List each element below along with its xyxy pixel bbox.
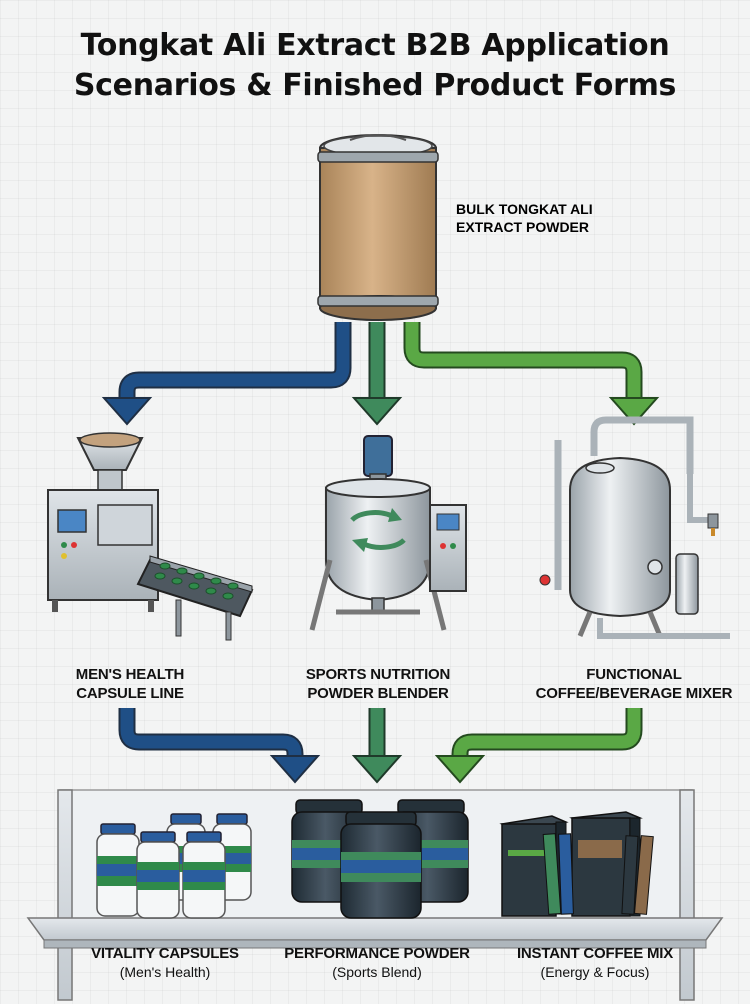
product-name-powder: PERFORMANCE POWDER: [284, 945, 470, 962]
capsule-line-label-line-1: MEN'S HEALTH: [75, 666, 185, 683]
source-label-line-2: EXTRACT POWDER: [456, 219, 589, 235]
capsule-line-label: MEN'S HEALTH CAPSULE LINE: [30, 665, 230, 703]
beverage-mixer-label: FUNCTIONAL COFFEE/BEVERAGE MIXER: [520, 665, 748, 703]
product-sub-powder: (Sports Blend): [332, 964, 422, 980]
arrow-beverage-to-shelf: [434, 708, 643, 784]
title-line-2: Scenarios & Finished Product Forms: [73, 68, 677, 103]
powder-blender-label-line-1: SPORTS NUTRITION: [305, 666, 451, 683]
powder-blender-label: SPORTS NUTRITION POWDER BLENDER: [268, 665, 488, 703]
product-name-capsules: VITALITY CAPSULES: [91, 945, 239, 962]
product-sub-coffee: (Energy & Focus): [540, 964, 650, 980]
source-label-line-1: BULK TONGKAT ALI: [456, 201, 593, 217]
capsule-filling-machine: [47, 432, 254, 641]
capsule-bottles: [96, 813, 252, 919]
beverage-mixer-label-line-2: COFFEE/BEVERAGE MIXER: [535, 685, 733, 702]
beverage-mixer-label-line-1: FUNCTIONAL: [586, 666, 682, 683]
beverage-mixer-tank: [539, 416, 730, 639]
arrow-to-powder-blender: [351, 322, 403, 426]
capsule-line-label-line-2: CAPSULE LINE: [76, 685, 184, 702]
arrow-powder-to-shelf: [351, 708, 403, 784]
arrow-capsules-to-shelf: [118, 708, 321, 784]
coffee-mix-boxes: [499, 811, 654, 917]
powder-tubs: [291, 799, 469, 919]
product-sub-capsules: (Men's Health): [119, 964, 211, 980]
powder-blender-machine: [309, 435, 467, 631]
arrow-to-capsule-line: [101, 322, 352, 426]
bulk-powder-drum: [317, 134, 439, 321]
arrow-to-beverage-mixer: [403, 322, 660, 426]
product-name-coffee: INSTANT COFFEE MIX: [516, 945, 674, 962]
title-line-1: Tongkat Ali Extract B2B Application: [80, 28, 670, 63]
powder-blender-label-line-2: POWDER BLENDER: [307, 685, 449, 702]
page-title: Tongkat Ali Extract B2B Application Scen…: [0, 26, 750, 106]
